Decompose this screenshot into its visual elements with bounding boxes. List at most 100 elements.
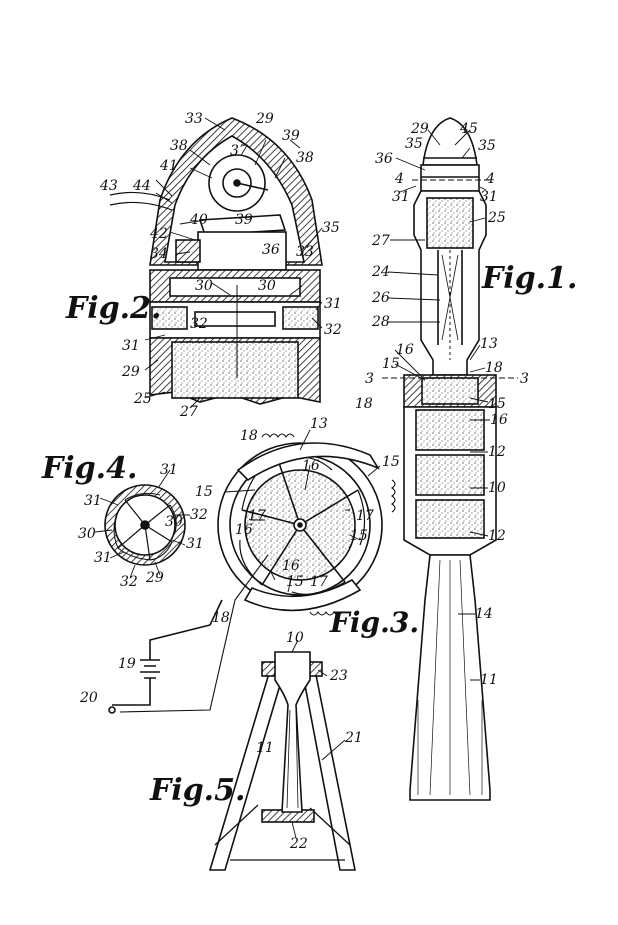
battery xyxy=(140,659,160,679)
upper-fuel-charge xyxy=(426,197,474,249)
stand-braces xyxy=(214,804,351,861)
ref-39: 39 xyxy=(235,212,253,228)
nose-band xyxy=(420,164,480,192)
ref-25: 25 xyxy=(487,210,506,226)
ref-13: 13 xyxy=(310,416,328,432)
ref-18: 18 xyxy=(485,360,503,376)
ref-22: 22 xyxy=(289,836,308,852)
lower-fuel-charge-1 xyxy=(415,409,485,451)
ref-26: 26 xyxy=(371,290,390,306)
ref-4: 4 xyxy=(394,171,404,187)
ref-15: 15 xyxy=(195,484,213,500)
ref-41: 41 xyxy=(159,158,178,174)
ref-40: 40 xyxy=(189,212,208,228)
blade-upper xyxy=(236,442,380,482)
ref-33: 33 xyxy=(185,111,203,127)
fig2-nose-section xyxy=(109,117,323,405)
ref-10: 10 xyxy=(488,480,506,496)
ref-16: 16 xyxy=(235,522,253,538)
ref-17: 17 xyxy=(310,574,328,590)
switch-contact xyxy=(108,706,116,714)
lower-fuel-charge-3 xyxy=(415,499,485,539)
ref-39: 39 xyxy=(282,128,300,144)
ref-44: 44 xyxy=(132,178,151,194)
ref-31: 31 xyxy=(392,189,410,205)
battery-wire xyxy=(149,599,223,660)
ref-32: 32 xyxy=(190,507,208,523)
ref-36: 36 xyxy=(375,151,393,167)
ref-29: 29 xyxy=(255,111,274,127)
ref-35: 35 xyxy=(478,138,496,154)
ref-17: 17 xyxy=(248,508,266,524)
ref-34: 34 xyxy=(150,246,168,262)
fig5-launch-stand xyxy=(208,651,356,871)
ref-17: 17 xyxy=(356,508,374,524)
ref-15: 15 xyxy=(286,574,304,590)
ref-24: 24 xyxy=(371,264,390,280)
ref-29: 29 xyxy=(410,121,429,137)
ref-18: 18 xyxy=(240,428,258,444)
heater-coil-bottom xyxy=(309,611,343,616)
fig3-title: Fig.3. xyxy=(329,606,419,639)
ref-30: 30 xyxy=(78,526,96,542)
fig4-injector xyxy=(104,484,186,566)
ref-38: 38 xyxy=(296,150,314,166)
ref-27: 27 xyxy=(179,404,198,420)
ref-35: 35 xyxy=(322,220,340,236)
injector-vanes xyxy=(117,499,173,561)
ref-11: 11 xyxy=(256,740,274,756)
ignition-wire xyxy=(119,554,269,713)
ref-14: 14 xyxy=(475,606,493,622)
ref-33: 33 xyxy=(296,244,314,260)
ref-31: 31 xyxy=(480,189,498,205)
ref-31: 31 xyxy=(94,550,112,566)
ref-42: 42 xyxy=(149,226,168,242)
reference-numerals: 29 45 35 35 36 4 4 31 31 25 27 24 26 28 … xyxy=(78,111,529,852)
fig4-title: Fig.4. xyxy=(41,451,137,486)
ref-31: 31 xyxy=(160,462,178,478)
ref-37: 37 xyxy=(230,143,248,159)
turbine-vanes xyxy=(241,459,359,586)
heater-coil-side xyxy=(391,479,396,513)
blade-lower xyxy=(243,578,362,612)
ref-21: 21 xyxy=(344,730,363,746)
ref-45: 45 xyxy=(459,121,478,137)
ref-31: 31 xyxy=(122,338,140,354)
ref-11: 11 xyxy=(480,672,498,688)
ref-16: 16 xyxy=(282,558,300,574)
clock-hand xyxy=(236,182,269,191)
ref-25: 25 xyxy=(133,391,152,407)
ref-12: 12 xyxy=(488,444,506,460)
nose-cap xyxy=(422,117,478,166)
ref-19: 19 xyxy=(118,656,136,672)
ref-29: 29 xyxy=(145,570,164,586)
ref-3: 3 xyxy=(365,371,374,387)
ref-15: 15 xyxy=(488,396,506,412)
ref-27: 27 xyxy=(371,233,390,249)
central-tube xyxy=(437,250,463,345)
leader-lines xyxy=(94,117,490,839)
ref-16: 16 xyxy=(396,342,414,358)
rocket-in-stand xyxy=(274,651,311,813)
ref-18: 18 xyxy=(355,396,373,412)
ref-32: 32 xyxy=(120,574,138,590)
ref-35: 35 xyxy=(405,136,423,152)
ref-30: 30 xyxy=(195,278,213,294)
lower-fuel-charge-2 xyxy=(415,454,485,496)
ref-15: 15 xyxy=(382,454,400,470)
ref-31: 31 xyxy=(324,296,342,312)
ref-12: 12 xyxy=(488,528,506,544)
fig5-title: Fig.5. xyxy=(149,773,245,808)
fig1-title: Fig.1. xyxy=(481,261,577,296)
ref-58: 38 xyxy=(170,138,188,154)
ref-10: 10 xyxy=(286,630,304,646)
ref-36: 36 xyxy=(262,242,280,258)
fig2-title: Fig.2. xyxy=(65,291,161,326)
ref-16: 16 xyxy=(302,458,320,474)
fig3-turbine xyxy=(108,433,396,714)
stand-legs xyxy=(208,669,356,871)
fuel-charge-top xyxy=(171,341,299,399)
figure-titles: Fig.1. Fig.2. Fig.3. Fig.4. Fig.5. xyxy=(41,261,577,808)
ref-15: 15 xyxy=(382,356,400,372)
